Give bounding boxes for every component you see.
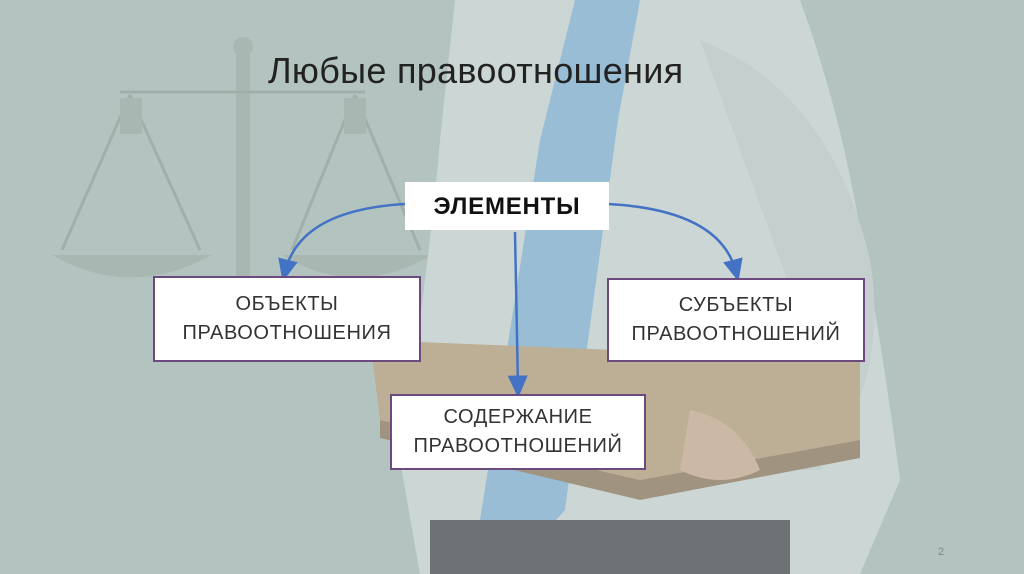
subjects-line2: ПРАВООТНОШЕНИЙ — [632, 320, 841, 349]
objects-line1: ОБЪЕКТЫ — [182, 290, 391, 319]
content-box: СОДЕРЖАНИЕ ПРАВООТНОШЕНИЙ — [390, 394, 646, 470]
arrow-to-subjects — [608, 204, 736, 272]
content-line1: СОДЕРЖАНИЕ — [414, 403, 623, 432]
content-line2: ПРАВООТНОШЕНИЙ — [414, 432, 623, 461]
slide-number: 2 — [938, 546, 944, 558]
arrow-to-content — [515, 232, 518, 388]
elements-label: ЭЛЕМЕНТЫ — [434, 192, 581, 221]
subjects-line1: СУБЪЕКТЫ — [632, 291, 841, 320]
arrow-to-objects — [285, 204, 405, 272]
subjects-box: СУБЪЕКТЫ ПРАВООТНОШЕНИЙ — [607, 278, 865, 362]
objects-line2: ПРАВООТНОШЕНИЯ — [182, 319, 391, 348]
objects-box: ОБЪЕКТЫ ПРАВООТНОШЕНИЯ — [153, 276, 421, 362]
elements-box: ЭЛЕМЕНТЫ — [405, 182, 609, 230]
